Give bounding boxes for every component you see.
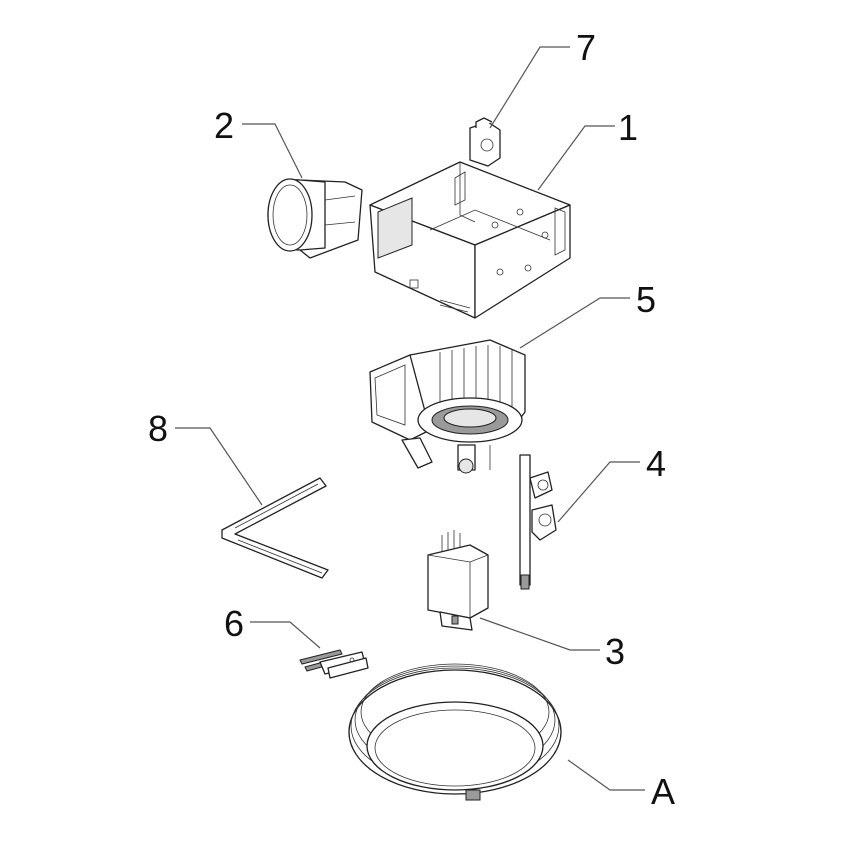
- leader-line-5: [519, 297, 630, 349]
- leader-line-7: [489, 46, 570, 129]
- callout-label-2: 2: [214, 105, 234, 146]
- callout-label-6: 6: [224, 603, 244, 644]
- callout-label-7: 7: [576, 27, 596, 68]
- part-a-grille: [348, 663, 562, 801]
- callout-label-5: 5: [636, 279, 656, 320]
- leader-line-a: [567, 759, 645, 791]
- callout-label-1: 1: [618, 107, 638, 148]
- callout-label-4: 4: [646, 443, 666, 484]
- callout-label-3: 3: [605, 631, 625, 672]
- leader-line-1: [537, 125, 615, 191]
- callout-label-a: A: [651, 771, 675, 812]
- leader-line-3: [479, 617, 600, 651]
- part-5-blower-assembly: [369, 339, 526, 474]
- part-1-housing: [369, 161, 571, 319]
- leader-line-8: [175, 427, 263, 506]
- leader-line-4: [557, 461, 640, 523]
- part-6-hardware: [299, 649, 369, 679]
- part-2-duct-connector: [267, 178, 363, 259]
- leader-lines: [175, 46, 645, 791]
- part-3-control-module: [427, 530, 489, 631]
- leader-line-6: [250, 621, 321, 649]
- leader-line-2: [242, 123, 303, 179]
- callout-labels: 7 1 2 5 8 4 3 6 A: [148, 27, 675, 812]
- callout-label-8: 8: [148, 408, 168, 449]
- part-8-l-bar: [221, 477, 329, 579]
- part-4-socket-bracket: [519, 454, 557, 590]
- part-7-bracket: [469, 117, 501, 167]
